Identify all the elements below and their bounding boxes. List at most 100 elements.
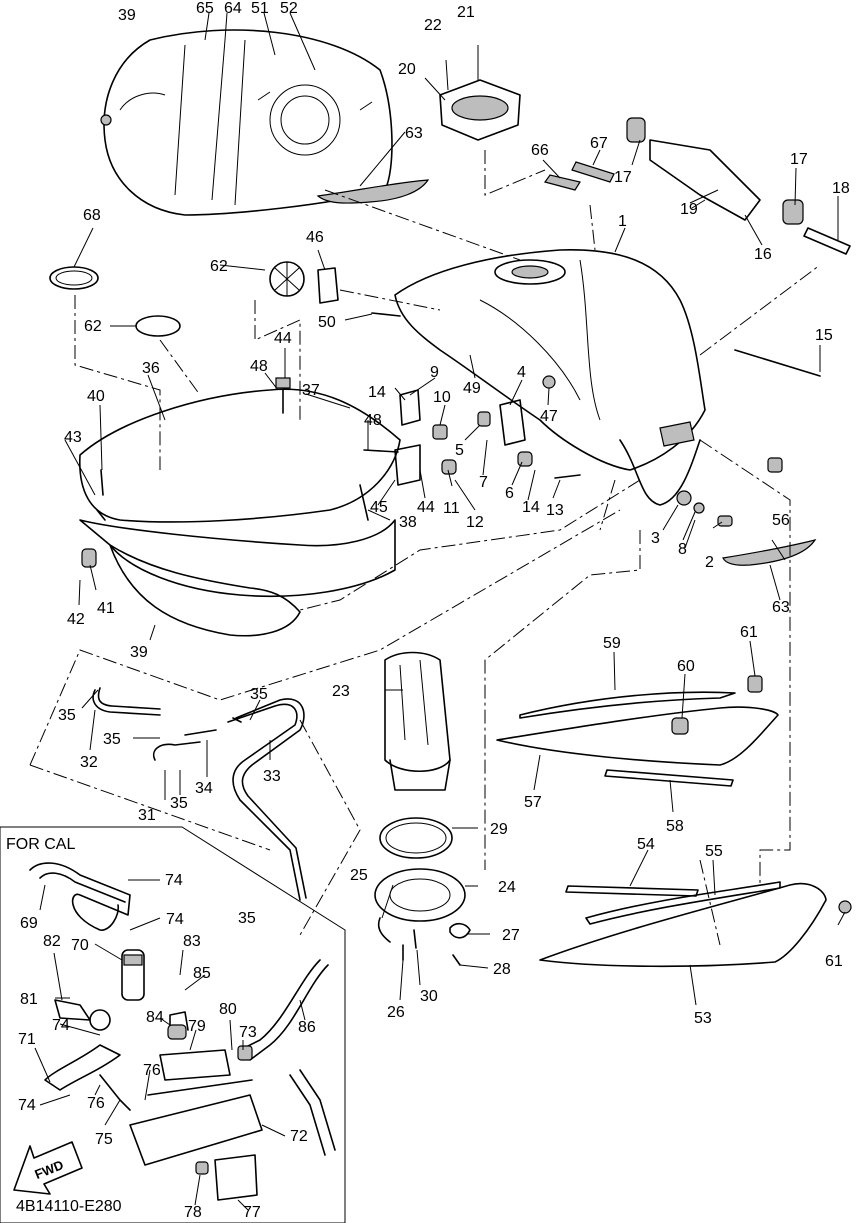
callout-70: 70 xyxy=(71,937,89,954)
callout-30: 30 xyxy=(420,988,438,1005)
callout-17b: 17 xyxy=(790,151,808,168)
callout-76b: 76 xyxy=(87,1095,105,1112)
callout-35b: 35 xyxy=(103,731,121,748)
callout-61b: 61 xyxy=(825,953,843,970)
callout-11: 11 xyxy=(443,500,460,517)
callout-74a: 74 xyxy=(165,872,183,889)
callout-74c: 74 xyxy=(52,1017,70,1034)
callout-80: 80 xyxy=(219,1001,237,1018)
callout-16: 16 xyxy=(754,246,772,263)
callout-23: 23 xyxy=(332,683,350,700)
fuel-sender-assembly xyxy=(626,117,851,255)
fuel-hoses xyxy=(92,687,307,901)
callout-84: 84 xyxy=(146,1009,164,1026)
callout-72: 72 xyxy=(290,1128,308,1145)
inset-title: FOR CAL xyxy=(6,836,75,853)
callout-22: 22 xyxy=(424,17,442,34)
callout-37: 37 xyxy=(302,382,320,399)
callout-68: 68 xyxy=(83,207,101,224)
callout-32: 32 xyxy=(80,754,98,771)
callout-3: 3 xyxy=(651,530,660,547)
pad-67 xyxy=(571,161,615,183)
callout-85: 85 xyxy=(193,965,211,982)
callout-74d: 74 xyxy=(18,1097,36,1114)
side-panel-upper xyxy=(496,675,779,787)
callout-47: 47 xyxy=(540,408,558,425)
part-drawings xyxy=(0,29,852,1223)
callout-5: 5 xyxy=(455,442,464,459)
callout-41: 41 xyxy=(97,600,115,617)
side-panel-lower xyxy=(539,881,852,968)
mounting-hardware xyxy=(81,267,821,568)
callout-39a: 39 xyxy=(118,7,136,24)
callout-31: 31 xyxy=(138,807,156,824)
callout-13: 13 xyxy=(546,502,564,519)
callout-38: 38 xyxy=(399,514,417,531)
disc-62 xyxy=(135,315,181,337)
callout-24: 24 xyxy=(498,879,516,896)
callout-15: 15 xyxy=(815,327,833,344)
callout-25: 25 xyxy=(350,867,368,884)
callout-19: 19 xyxy=(680,201,698,218)
callout-33: 33 xyxy=(263,768,281,785)
callout-57: 57 xyxy=(524,794,542,811)
callout-66: 66 xyxy=(531,142,549,159)
callout-36: 36 xyxy=(142,360,160,377)
callout-43: 43 xyxy=(64,429,82,446)
callout-2: 2 xyxy=(705,554,714,571)
callout-69: 69 xyxy=(20,915,38,932)
callout-45: 45 xyxy=(370,499,388,516)
callout-51: 51 xyxy=(251,0,269,17)
fwd-arrow-icon xyxy=(13,1141,83,1195)
fwd-label: FWD xyxy=(32,1157,65,1182)
callout-61a: 61 xyxy=(740,624,758,641)
connection-lines xyxy=(29,150,821,946)
callout-42: 42 xyxy=(67,611,85,628)
side-cover xyxy=(79,388,401,598)
callout-74b: 74 xyxy=(166,911,184,928)
callout-35a: 35 xyxy=(58,707,76,724)
callout-28: 28 xyxy=(493,961,511,978)
callout-83: 83 xyxy=(183,933,201,950)
fuel-tank xyxy=(394,249,706,506)
o-ring-29 xyxy=(379,817,453,859)
callout-73: 73 xyxy=(239,1024,257,1041)
callout-58: 58 xyxy=(666,818,684,835)
callout-55: 55 xyxy=(705,843,723,860)
callout-17a: 17 xyxy=(614,169,632,186)
callout-56: 56 xyxy=(772,512,790,529)
pump-flange-24 xyxy=(374,868,471,966)
callout-6: 6 xyxy=(505,485,514,502)
callout-48a: 48 xyxy=(250,358,268,375)
callout-12: 12 xyxy=(466,514,484,531)
callout-64: 64 xyxy=(224,0,242,17)
callout-67: 67 xyxy=(590,135,608,152)
fuel-pump xyxy=(384,651,451,791)
callout-63b: 63 xyxy=(772,599,790,616)
callout-labels: 1 2 3 4 5 6 7 8 9 10 11 12 13 14 14 15 1… xyxy=(18,0,850,1221)
callout-29: 29 xyxy=(490,821,508,838)
callout-44b: 44 xyxy=(417,499,435,516)
callout-77: 77 xyxy=(243,1204,261,1221)
callout-48b: 48 xyxy=(364,412,382,429)
callout-34: 34 xyxy=(195,780,213,797)
callout-49: 49 xyxy=(463,380,481,397)
leader-lines xyxy=(34,12,846,1211)
callout-46: 46 xyxy=(306,229,324,246)
callout-27: 27 xyxy=(502,927,520,944)
callout-10: 10 xyxy=(433,389,451,406)
drawing-code: 4B14110-E280 xyxy=(16,1198,122,1215)
callout-71: 71 xyxy=(18,1031,36,1048)
callout-18: 18 xyxy=(832,180,850,197)
callout-65: 65 xyxy=(196,0,214,17)
callout-62a: 62 xyxy=(210,258,228,275)
ring-68 xyxy=(49,266,99,290)
callout-8: 8 xyxy=(678,541,687,558)
callout-53: 53 xyxy=(694,1010,712,1027)
callout-59: 59 xyxy=(603,635,621,652)
callout-63a: 63 xyxy=(405,125,423,142)
callout-54: 54 xyxy=(637,836,655,853)
callout-78: 78 xyxy=(184,1204,202,1221)
callout-81: 81 xyxy=(20,991,38,1008)
